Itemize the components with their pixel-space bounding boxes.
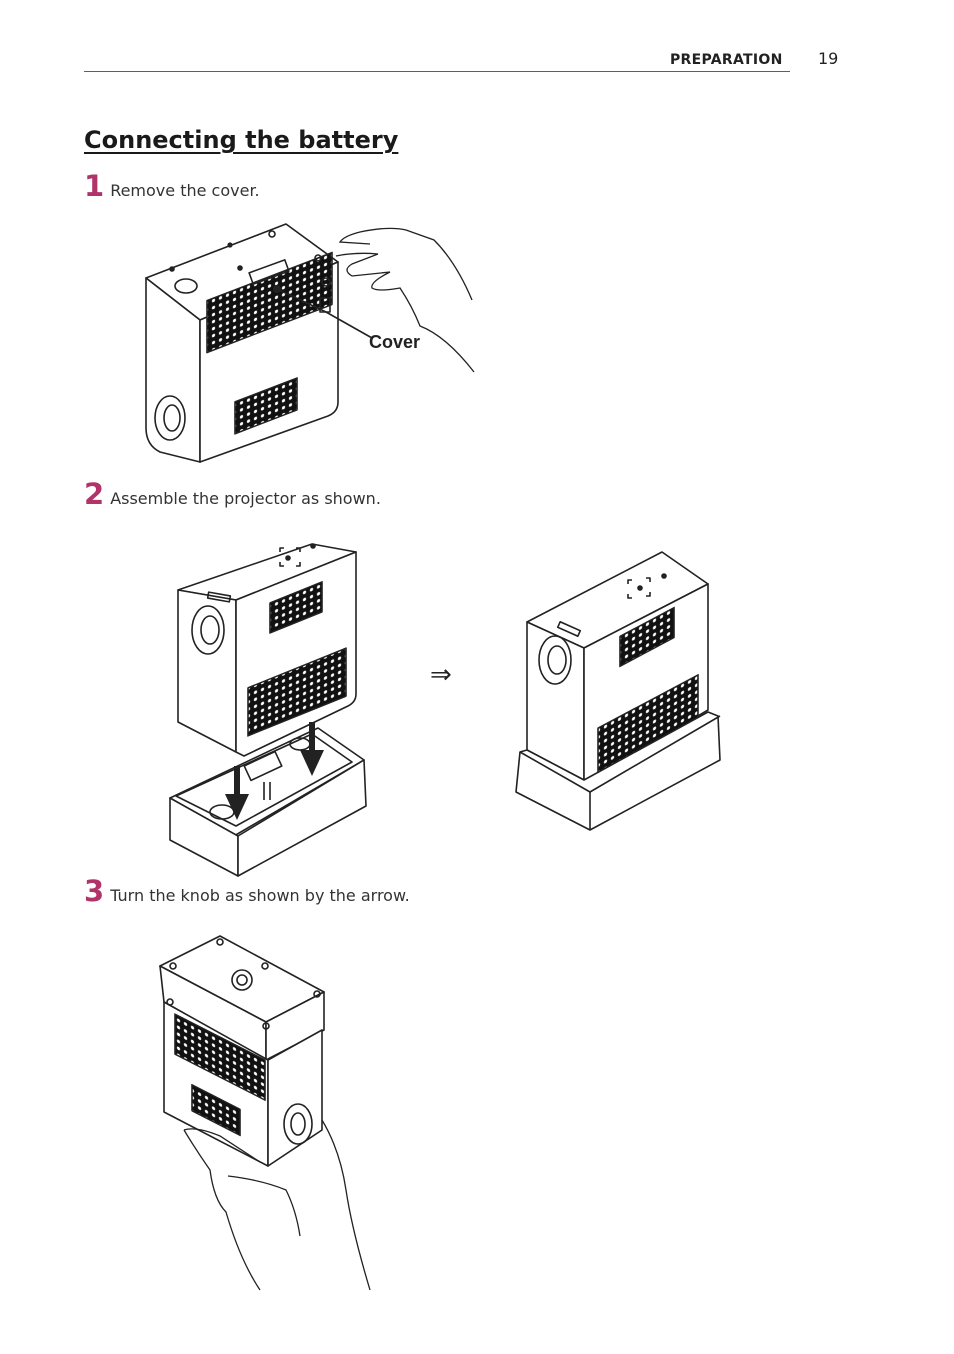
step-number: 1 <box>84 169 105 203</box>
down-arrow-icon <box>225 766 249 820</box>
then-arrow-icon: ⇒ <box>430 660 452 690</box>
step-number: 2 <box>84 477 105 511</box>
step-text: Turn the knob as shown by the arrow. <box>110 886 410 905</box>
figure-1-projector <box>145 223 339 463</box>
page-number: 19 <box>818 49 839 68</box>
figure-1-callout: Cover <box>273 285 420 352</box>
step-2: 2 Assemble the projector as shown. <box>84 480 381 509</box>
cover-callout-label: Cover <box>369 332 420 352</box>
step-text: Assemble the projector as shown. <box>110 489 381 508</box>
figure-2-after <box>515 551 721 831</box>
step-3: 3 Turn the knob as shown by the arrow. <box>84 877 410 906</box>
section-label: PREPARATION <box>670 52 783 68</box>
step-number: 3 <box>84 874 105 908</box>
step-1: 1 Remove the cover. <box>84 172 260 201</box>
hand-icon <box>335 227 475 373</box>
page-title: Connecting the battery <box>84 126 399 154</box>
figure-2-before <box>169 543 367 877</box>
header-rule <box>84 71 790 72</box>
hand-icon <box>183 1119 371 1291</box>
step-text: Remove the cover. <box>110 181 260 200</box>
down-arrow-icon <box>300 722 324 776</box>
figure-3-projector <box>159 935 325 1167</box>
